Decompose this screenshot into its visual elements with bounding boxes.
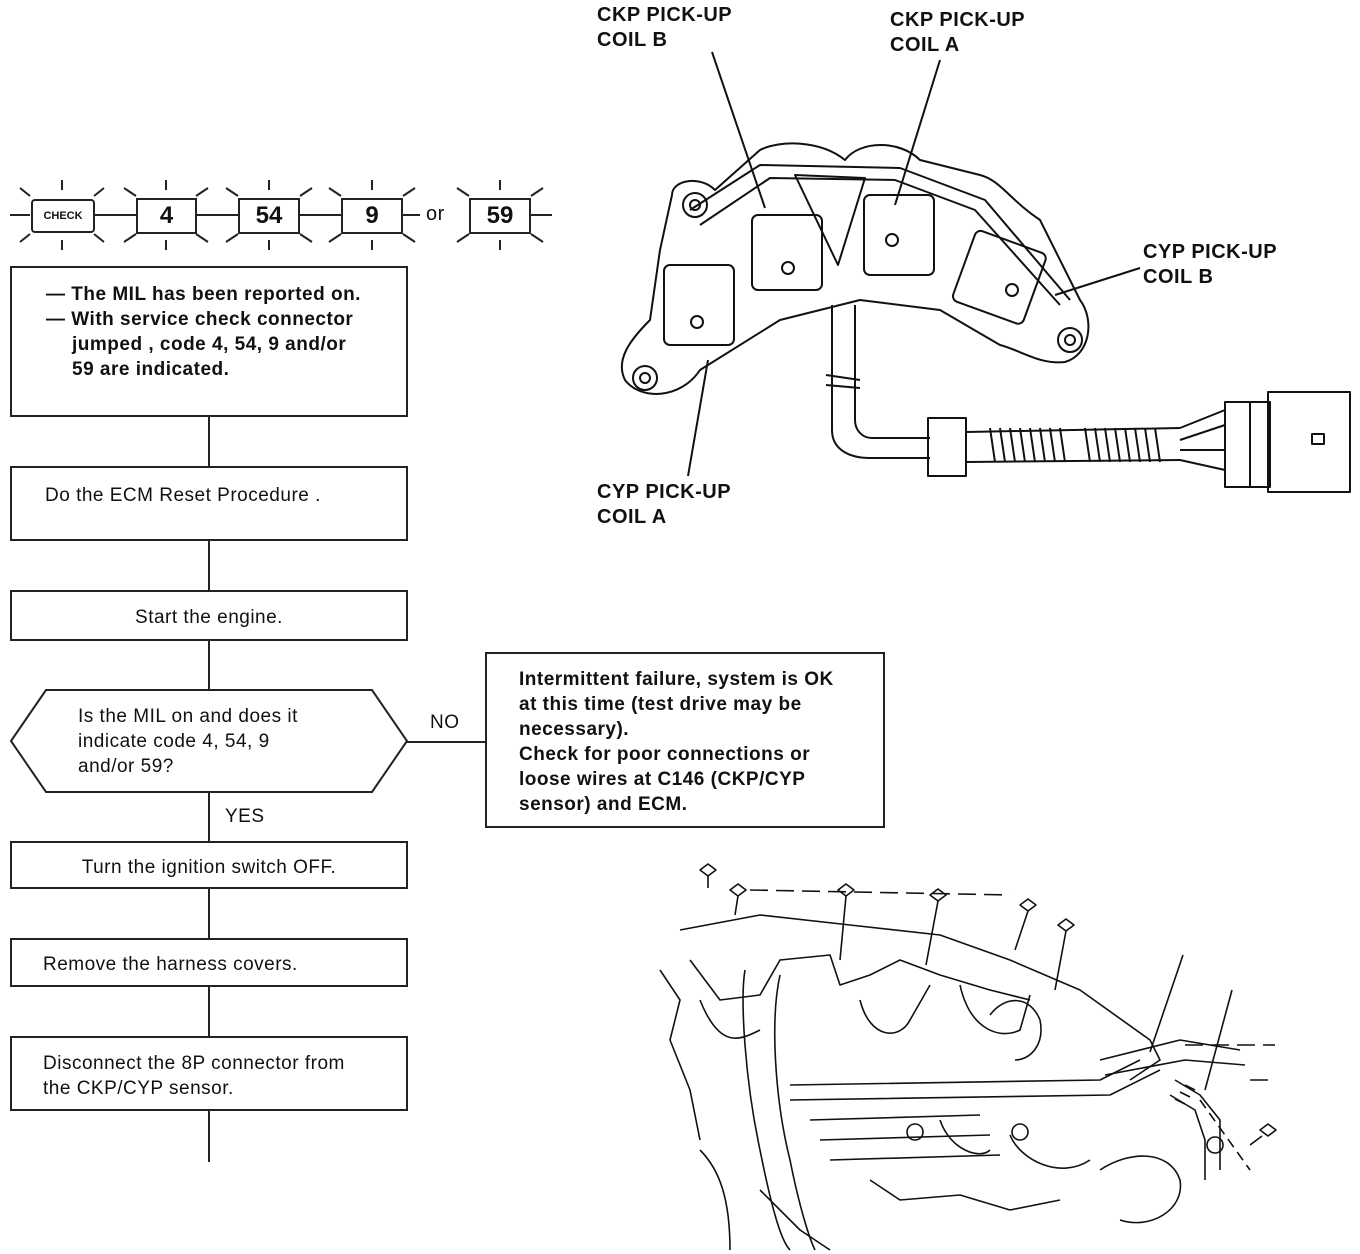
start-engine-text: Start the engine. — [135, 607, 283, 628]
cyp-coil-b-label: CYP PICK-UP COIL B — [1143, 240, 1277, 290]
cyp-coil-a-line-1: CYP PICK-UP — [597, 481, 732, 503]
cyp-coil-a-label: CYP PICK-UP COIL A — [597, 480, 731, 530]
cyp-coil-a-line-2: COIL A — [597, 506, 667, 528]
harness-covers-text: Remove the harness covers. — [43, 954, 298, 975]
start-engine-box: Start the engine. — [10, 590, 408, 641]
code-box-4: 4 — [136, 198, 197, 234]
ecm-reset-text: Do the ECM Reset Procedure . — [45, 485, 321, 506]
connector-1 — [208, 416, 210, 467]
no-result-line-2: at this time (test drive may be — [519, 694, 802, 715]
decision-line-3: and/or 59? — [78, 756, 174, 777]
connector-7 — [208, 1110, 210, 1162]
no-result-line-4: Check for poor connections or — [519, 744, 811, 765]
condition-line-3: jumped , code 4, 54, 9 and/or — [72, 334, 347, 355]
disconnect-connector-box: Disconnect the 8P connector from the CKP… — [10, 1036, 408, 1111]
connector-3 — [208, 640, 210, 691]
decision-line-2: indicate code 4, 54, 9 — [78, 731, 270, 752]
condition-box: — The MIL has been reported on. — With s… — [10, 266, 408, 417]
disconnect-line-2: the CKP/CYP sensor. — [43, 1078, 234, 1099]
ckp-coil-a-label: CKP PICK-UP COIL A — [890, 8, 1025, 58]
condition-line-1: — The MIL has been reported on. — [46, 284, 361, 305]
condition-line-4: 59 are indicated. — [72, 359, 230, 380]
code-9-text: 9 — [365, 202, 379, 229]
mil-icon: CHECK — [31, 199, 95, 233]
no-result-line-3: necessary). — [519, 719, 630, 740]
ckp-coil-b-label: CKP PICK-UP COIL B — [597, 3, 732, 53]
ckp-coil-a-line-1: CKP PICK-UP — [890, 9, 1026, 31]
ckp-coil-b-line-2: COIL B — [597, 29, 668, 51]
decision-text: Is the MIL on and does it indicate code … — [78, 704, 298, 779]
code-59-text: 59 — [486, 202, 514, 229]
disconnect-line-1: Disconnect the 8P connector from — [43, 1053, 345, 1074]
condition-line-2: — With service check connector — [46, 309, 354, 330]
code-box-9: 9 — [341, 198, 403, 234]
ignition-off-text: Turn the ignition switch OFF. — [81, 857, 337, 878]
connector-4 — [208, 792, 210, 842]
decision-line-1: Is the MIL on and does it — [78, 706, 298, 727]
code-4-text: 4 — [159, 202, 174, 229]
cyp-coil-b-line-2: COIL B — [1143, 266, 1214, 288]
ckp-coil-a-line-2: COIL A — [890, 34, 960, 56]
code-54-text: 54 — [255, 202, 283, 229]
mil-icon-text: CHECK — [43, 210, 83, 222]
yes-label: YES — [225, 806, 265, 827]
no-result-line-1: Intermittent failure, system is OK — [519, 669, 834, 690]
connector-5 — [208, 888, 210, 939]
no-result-line-6: sensor) and ECM. — [519, 794, 688, 815]
code-box-59: 59 — [469, 198, 531, 234]
no-label: NO — [430, 712, 460, 733]
ckp-coil-b-line-1: CKP PICK-UP — [597, 4, 733, 26]
ignition-off-box: Turn the ignition switch OFF. — [10, 841, 408, 889]
sensor-illustration — [620, 51, 1351, 493]
cyp-coil-b-line-1: CYP PICK-UP — [1143, 241, 1278, 263]
connector-2 — [208, 540, 210, 591]
or-text: or — [426, 203, 445, 225]
connector-6 — [208, 986, 210, 1037]
connector-no — [407, 741, 486, 743]
intermittent-failure-box: Intermittent failure, system is OK at th… — [485, 652, 885, 828]
decision-shape — [9, 689, 409, 793]
dtc-strip-lines — [10, 180, 552, 250]
ecm-reset-box: Do the ECM Reset Procedure . — [10, 466, 408, 541]
no-result-line-5: loose wires at C146 (CKP/CYP — [519, 769, 806, 790]
harness-covers-box: Remove the harness covers. — [10, 938, 408, 987]
code-box-54: 54 — [238, 198, 300, 234]
